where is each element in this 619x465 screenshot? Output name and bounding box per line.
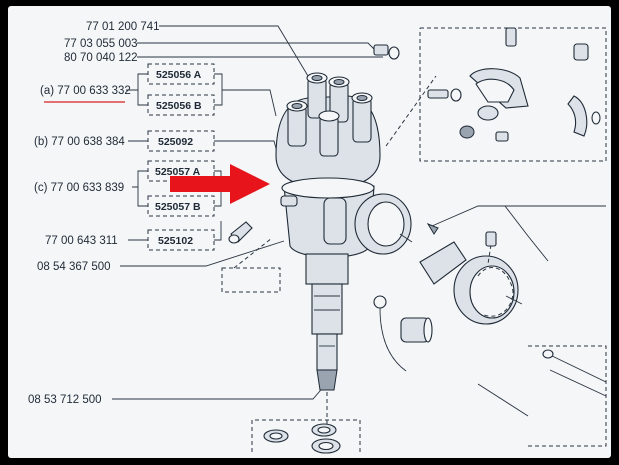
box-text: 525056 B xyxy=(156,100,202,112)
label-80-70-040-122: 80 70 040 122 xyxy=(64,52,138,64)
bracket-c xyxy=(132,170,148,188)
box-525092: 525092 xyxy=(147,130,215,152)
label-08-53-712-500: 08 53 712 500 xyxy=(28,394,102,406)
box-text: 525102 xyxy=(158,235,193,247)
leader-line xyxy=(159,25,309,77)
label-b-77-00-638-384: (b) 77 00 638 384 xyxy=(34,136,125,148)
label-77-03-055-003: 77 03 055 003 xyxy=(64,38,138,50)
guide-line xyxy=(233,237,273,269)
leader-line xyxy=(137,42,377,52)
box-text: 525057 A xyxy=(155,166,201,178)
box-525057-b: 525057 B xyxy=(147,195,215,217)
box-text: 525092 xyxy=(158,136,193,148)
leader-line xyxy=(214,221,222,241)
label-77-01-200-741: 77 01 200 741 xyxy=(86,21,160,33)
distributor-cap xyxy=(275,72,381,189)
distributor-body xyxy=(281,177,413,391)
box-525056-b: 525056 B xyxy=(147,94,215,116)
exploded-view: 77 01 200 741 77 03 055 003 80 70 040 12… xyxy=(28,21,607,454)
leader-line xyxy=(222,89,277,117)
diagram-sheet: 77 01 200 741 77 03 055 003 80 70 040 12… xyxy=(8,6,611,458)
bracket-a xyxy=(137,90,148,106)
guide-line xyxy=(385,75,437,147)
leader-line xyxy=(214,140,279,157)
terminal-screw xyxy=(228,195,298,244)
leader-line xyxy=(112,383,327,400)
box-525056-a: 525056 A xyxy=(147,63,215,85)
label-08-54-367-500: 08 54 367 500 xyxy=(37,261,111,273)
label-a-77-00-633-332: (a) 77 00 633 332 xyxy=(40,85,131,97)
box-text: 525056 A xyxy=(156,69,202,81)
screw-top xyxy=(373,44,400,60)
box-text: 525057 B xyxy=(155,201,201,213)
leader-line xyxy=(120,240,285,267)
seal-rings xyxy=(251,419,361,454)
empty-box xyxy=(221,267,281,293)
inset-bottom-right xyxy=(477,205,607,447)
label-77-00-643-311: 77 00 643 311 xyxy=(45,235,118,247)
red-arrow-indicator xyxy=(170,164,270,204)
vacuum-advance-unit xyxy=(419,205,606,325)
label-c-77-00-633-839: (c) 77 00 633 839 xyxy=(34,182,124,194)
condenser-with-lead xyxy=(373,295,433,372)
bracket-a xyxy=(126,73,148,91)
bracket-a xyxy=(214,73,223,106)
box-525102: 525102 xyxy=(147,229,215,251)
bracket-c xyxy=(137,187,148,207)
inset-breaker-points xyxy=(419,27,607,162)
